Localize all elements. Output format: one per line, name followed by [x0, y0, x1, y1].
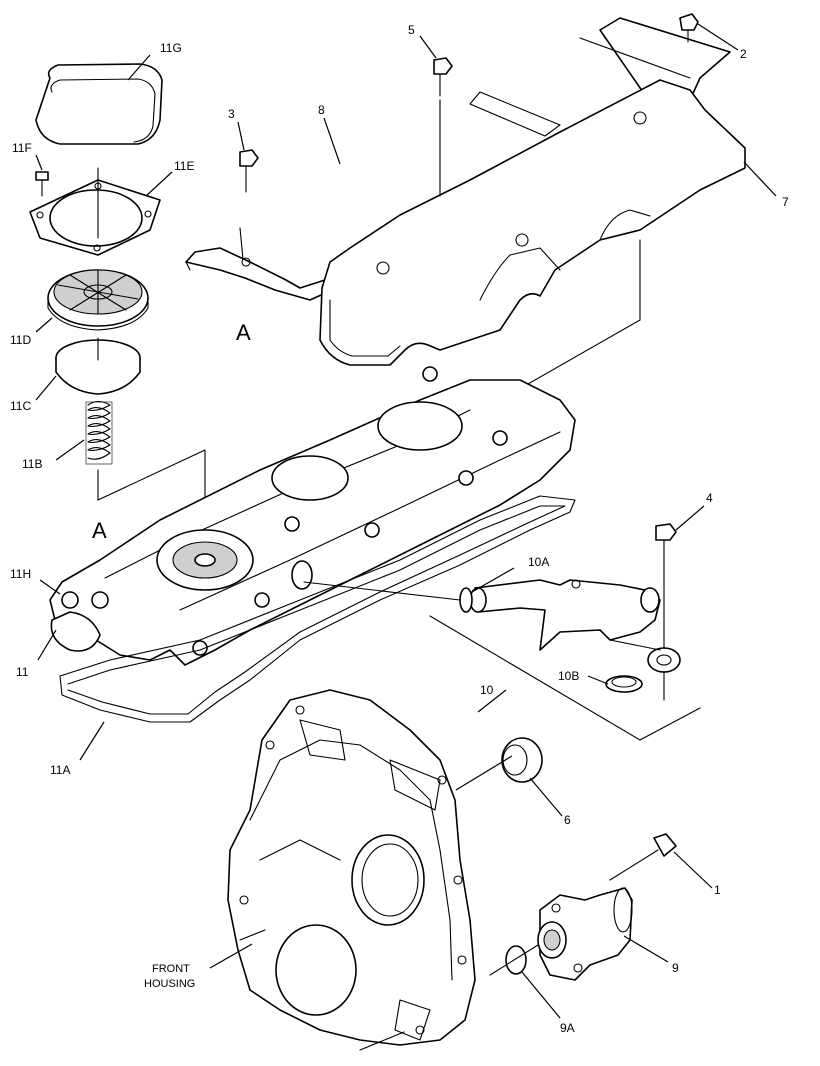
- callout-11: 11: [16, 665, 29, 679]
- front-housing-line2: HOUSING: [144, 978, 195, 990]
- callout-7: 7: [782, 195, 789, 209]
- callout-3: 3: [228, 107, 235, 121]
- gasket-11a: [59, 495, 576, 723]
- callout-9: 9: [672, 961, 679, 975]
- callout-11f: 11F: [12, 141, 32, 155]
- callout-11c: 11C: [10, 399, 31, 413]
- callout-10a: 10A: [528, 555, 549, 569]
- front-housing-line1: FRONT: [152, 963, 190, 975]
- callout-10: 10: [480, 683, 494, 697]
- valve-cover-7: [319, 79, 746, 366]
- callout-labels: 11G 11F 11E 11D 11C 11B 11H 11 11A 3 8 5…: [10, 23, 789, 1035]
- callout-11h: 11H: [10, 567, 31, 581]
- screw-11f: [35, 171, 49, 197]
- callout-11d: 11D: [10, 333, 31, 347]
- o-ring-10b: [605, 675, 643, 693]
- callout-10b: 10B: [558, 669, 579, 683]
- adapter-9: [537, 887, 633, 981]
- callout-11e: 11E: [174, 159, 194, 173]
- fitting-10: [469, 579, 681, 673]
- bolt-5: [433, 57, 453, 197]
- callout-11a: 11A: [50, 763, 70, 777]
- view-marker-a-lower: A: [92, 518, 107, 543]
- plug-6: [501, 737, 543, 783]
- callout-11b: 11B: [22, 457, 42, 471]
- bolt-2: [679, 13, 699, 43]
- o-ring-9a: [505, 945, 527, 975]
- view-marker-a-upper: A: [236, 320, 251, 345]
- bolt-1: [609, 833, 677, 881]
- leader-lines: [35, 23, 777, 1019]
- callout-1: 1: [714, 883, 721, 897]
- callout-8: 8: [318, 103, 325, 117]
- front-housing-caption: FRONT HOUSING: [144, 963, 195, 990]
- gasket-11e: [29, 179, 161, 256]
- callout-4: 4: [706, 491, 713, 505]
- callout-9a: 9A: [560, 1021, 575, 1035]
- front-housing: [227, 689, 476, 1046]
- bolt-4: [655, 523, 677, 583]
- breather-element-11d: [47, 269, 149, 331]
- callout-5: 5: [408, 23, 415, 37]
- callout-2: 2: [740, 47, 747, 61]
- o-ring-10a: [459, 587, 473, 613]
- valve-cover-base-11: [49, 366, 576, 666]
- bolt-3: [239, 149, 259, 193]
- breather-cover-11g: [35, 63, 163, 145]
- spring-11b: [85, 400, 113, 465]
- callout-11g: 11G: [160, 41, 182, 55]
- callout-6: 6: [564, 813, 571, 827]
